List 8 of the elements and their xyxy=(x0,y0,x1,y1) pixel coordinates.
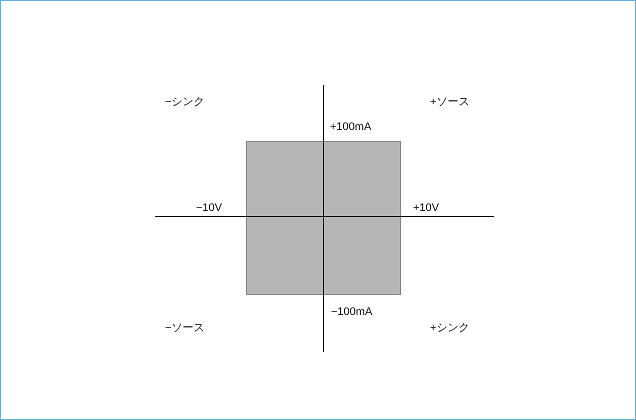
axis-label: −ソース xyxy=(165,321,204,335)
axis-label: −10V xyxy=(196,201,222,215)
axis-label: +ソース xyxy=(430,95,470,109)
axis-label: +100mA xyxy=(330,120,372,134)
axis-label: −シンク xyxy=(165,95,204,109)
axis-label: +10V xyxy=(413,201,439,215)
axis-label: +シンク xyxy=(430,321,470,335)
axis-label: −100mA xyxy=(331,305,372,319)
